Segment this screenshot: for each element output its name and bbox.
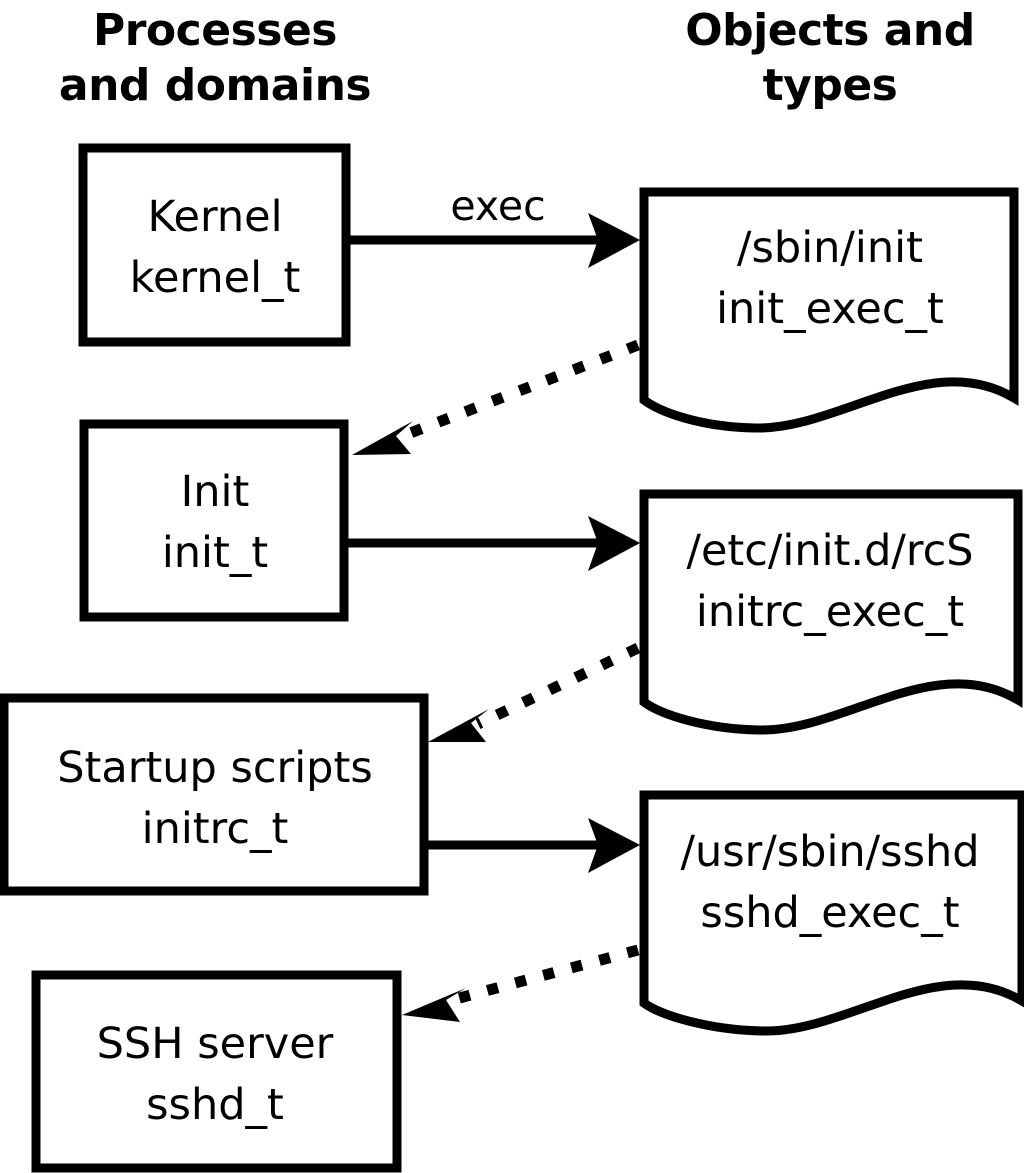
edge-sshd-exec-to-sshd-arrowhead bbox=[402, 988, 466, 1022]
node-initrc-line2: initrc_t bbox=[142, 804, 289, 854]
node-initrc-box[interactable] bbox=[0, 693, 429, 896]
node-sshd-exec-document[interactable] bbox=[639, 790, 1024, 1036]
edge-init-exec-to-init bbox=[352, 339, 640, 455]
edge-initrc-to-sshd-exec-arrowhead bbox=[588, 818, 640, 873]
edge-initrc-exec-to-initrc bbox=[428, 643, 641, 742]
edge-initrc-exec-to-initrc-arrowhead bbox=[428, 709, 489, 742]
node-initrc-line1: Startup scripts bbox=[57, 743, 373, 793]
edge-init-exec-to-init-line bbox=[398, 339, 640, 443]
edge-initrc-to-sshd-exec bbox=[428, 818, 640, 873]
node-sshd-exec[interactable]: /usr/sbin/sshd sshd_exec_t bbox=[639, 790, 1024, 1036]
node-init[interactable]: Init init_t bbox=[79, 419, 349, 622]
edge-sshd-exec-to-sshd bbox=[402, 944, 640, 1022]
edge-label-exec: exec bbox=[450, 182, 545, 230]
edge-initrc-exec-to-initrc-line bbox=[475, 643, 641, 729]
node-sshd[interactable]: SSH server sshd_t bbox=[31, 970, 402, 1173]
node-init-line1: Init bbox=[181, 467, 250, 517]
node-initrc-exec-line2: initrc_exec_t bbox=[696, 587, 964, 637]
node-initrc[interactable]: Startup scripts initrc_t bbox=[0, 693, 429, 896]
node-initrc-exec[interactable]: /etc/init.d/rcS initrc_exec_t bbox=[639, 489, 1023, 735]
node-kernel-line1: Kernel bbox=[147, 192, 282, 242]
node-kernel[interactable]: Kernel kernel_t bbox=[78, 143, 351, 347]
node-init-exec-line1: /sbin/init bbox=[737, 223, 923, 273]
node-init-exec-line2: init_exec_t bbox=[716, 284, 944, 334]
node-init-line2: init_t bbox=[162, 528, 268, 578]
node-kernel-box[interactable] bbox=[78, 143, 351, 347]
edge-kernel-to-init-exec: exec bbox=[350, 182, 640, 268]
column-title-objects: Objects and types bbox=[685, 5, 975, 111]
edge-init-to-initrc-exec-arrowhead bbox=[588, 516, 640, 571]
node-sshd-exec-line2: sshd_exec_t bbox=[700, 888, 959, 938]
node-sshd-exec-line1: /usr/sbin/sshd bbox=[680, 827, 979, 877]
column-title-processes-line2: and domains bbox=[59, 60, 371, 111]
edge-init-exec-to-init-arrowhead bbox=[352, 421, 413, 455]
node-init-exec-document[interactable] bbox=[639, 187, 1019, 433]
column-title-processes: Processes and domains bbox=[59, 5, 372, 111]
node-kernel-line2: kernel_t bbox=[130, 253, 301, 303]
node-initrc-exec-document[interactable] bbox=[639, 489, 1023, 735]
edge-kernel-to-init-exec-arrowhead bbox=[588, 213, 640, 268]
node-initrc-exec-line1: /etc/init.d/rcS bbox=[686, 526, 973, 576]
node-sshd-box[interactable] bbox=[31, 970, 402, 1173]
node-sshd-line1: SSH server bbox=[97, 1019, 334, 1069]
node-sshd-line2: sshd_t bbox=[146, 1080, 284, 1130]
column-title-objects-line1: Objects and bbox=[685, 5, 974, 56]
column-title-objects-line2: types bbox=[763, 60, 898, 111]
edge-sshd-exec-to-sshd-line bbox=[450, 944, 640, 1006]
edge-init-to-initrc-exec bbox=[348, 516, 640, 571]
node-init-box[interactable] bbox=[79, 419, 349, 622]
column-title-processes-line1: Processes bbox=[93, 5, 337, 56]
node-init-exec[interactable]: /sbin/init init_exec_t bbox=[639, 187, 1019, 433]
